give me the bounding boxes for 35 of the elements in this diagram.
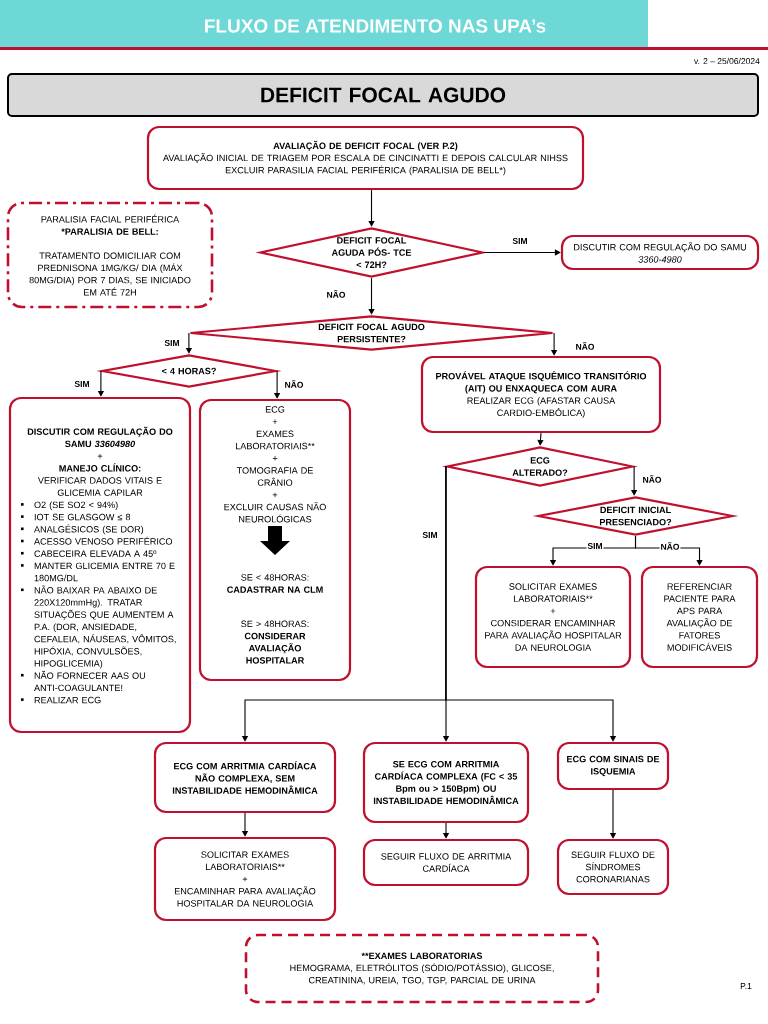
edge-label: NÃO bbox=[325, 289, 347, 299]
note-box: **EXAMES LABORATORIAS HEMOGRAMA, ELETRÓLITOS (SÓDIO/POTÁSSIO), GLICOSE, CREATININA, UREIA, TGO, TGP, PARCIAL DE URINA bbox=[244, 933, 600, 1004]
page-title: FLUXO DE ATENDIMENTO NAS UPA’s bbox=[205, 19, 546, 33]
process-box: DISCUTIR COM REGULAÇÃO DO SAMU 3360-4980 bbox=[560, 234, 760, 271]
process-box: DISCUTIR COM REGULAÇÃO DO SAMU 33604980 + MANEJO CLÍNICO: VERIFICAR DADOS VITAIS E GLICEMIA CAPILAR O2 (SE SO2 < 94%) IOT SE GLASGOW ≤ 8 ANALGÉSICOS (SE DOR) ACESSO VENOSO PERIFÉRICO CABECEIRA ELEVADA A 45º MANTER GLICEMIA ENTRE 70 E 180MG/DL NÃO BAIXAR PA ABAIXO DE 220X120mmHg). TRATAR SITUAÇÕES QUE AUMENTEM A P.A. (DOR, ANSIEDADE, CEFALEIA, NÁUSEAS, VÔMITOS, HIPÓXIA, CONVULSÕES, HIPOGLICEMIA) NÃO FORNECER AAS OU ANTI-COAGULANTE! REALIZAR ECG bbox=[8, 396, 192, 734]
arrow bbox=[634, 535, 703, 566]
note-box: PARALISIA FACIAL PERIFÉRICA *PARALISIA DE BELL: TRATAMENTO DOMICILIAR COM PREDNISONA 1MG/KG/ DIA (MÁX 80MG/DIA) POR 7 DIAS, SE INICIADO EM ATÉ 72H bbox=[6, 201, 214, 309]
process-box: SOLICITAR EXAMES LABORATORIAIS** + ENCAMINHAR PARA AVALIAÇÃO HOSPITALAR DA NEUROLOGIA bbox=[153, 836, 337, 922]
edge-label: NÃO bbox=[641, 474, 663, 484]
arrow bbox=[537, 432, 544, 446]
edge-label: SIM bbox=[163, 339, 181, 347]
process-box: ECG + EXAMES LABORATORIAIS** + TOMOGRAFIA DE CRÂNIO + EXCLUIR CAUSAS NÃO NEUROLÓGICAS SE < 48HORAS: CADASTRAR NA CLM SE > 48HORAS: CONSIDERAR AVALIAÇÃO HOSPITALAR bbox=[198, 398, 352, 682]
edge-label: SIM bbox=[586, 542, 604, 550]
arrow bbox=[368, 189, 375, 227]
arrow bbox=[368, 277, 375, 315]
title-box: DEFICIT FOCAL AGUDO bbox=[7, 73, 759, 117]
version-label: v. 2 – 25/06/2024 bbox=[694, 57, 760, 65]
arrow bbox=[483, 249, 561, 256]
page-number: P.1 bbox=[740, 983, 752, 989]
edge-label: SIM bbox=[73, 380, 91, 388]
process-box: SEGUIR FLUXO DE SÍNDROMES CORONARIANAS bbox=[556, 838, 670, 896]
edge-label: SIM bbox=[511, 237, 529, 245]
edge-label: SIM bbox=[421, 531, 439, 539]
edge-label: NÃO bbox=[574, 341, 596, 351]
process-box: AVALIAÇÃO DE DEFICIT FOCAL (VER P.2) AVALIAÇÃO INICIAL DE TRIAGEM POR ESCALA DE CINCINATTI E DEPOIS CALCULAR NIHSS EXCLUIR PARASILIA FACIAL PERIFÉRICA (PARALISIA DE BELL*) bbox=[146, 125, 585, 191]
edge-label: NÃO bbox=[659, 541, 681, 551]
process-box: PROVÁVEL ATAQUE ISQUÊMICO TRANSITÓRIO (AIT) OU ENXAQUECA COM AURA REALIZAR ECG (AFASTAR CAUSA CARDIO-EMBÓLICA) bbox=[420, 355, 662, 434]
process-box: SOLICITAR EXAMES LABORATORIAIS** + CONSIDERAR ENCAMINHAR PARA AVALIAÇÃO HOSPITALAR DA NEUROLOGIA bbox=[474, 565, 632, 669]
process-box: ECG COM SINAIS DE ISQUEMIA bbox=[556, 741, 670, 791]
process-box: SEGUIR FLUXO DE ARRITMIA CARDÍACA bbox=[362, 838, 530, 887]
arrow bbox=[445, 465, 617, 742]
edge-label: NÃO bbox=[283, 379, 305, 389]
process-box: ECG COM ARRITMIA CARDÍACA NÃO COMPLEXA, SEM INSTABILIDADE HEMODINÂMICA bbox=[153, 741, 337, 814]
process-box: SE ECG COM ARRITMIA CARDÍACA COMPLEXA (FC < 35 Bpm ou > 150Bpm) OU INSTABILIDADE HEMODINÂMICA bbox=[362, 741, 530, 824]
process-box: REFERENCIAR PACIENTE PARA APS PARA AVALIAÇÃO DE FATORES MODIFICÁVEIS bbox=[640, 565, 759, 669]
